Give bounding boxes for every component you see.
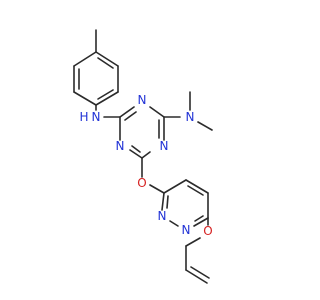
bond-tolyl-3 [95,91,119,106]
atom-triazine-n2: N [116,139,125,153]
bond-triazine-5 [129,149,143,159]
molecule-drawing: N H N N N N O N N O [73,29,213,284]
bond-triazine-4 [141,151,151,159]
bond-tolyl-inner-1 [97,57,114,69]
bond-nme2-methyl-2 [197,121,213,131]
atom-triazine-n3: N [160,139,169,153]
bond-triazine-inner-1 [124,111,137,121]
bond-pyridazine-inner-2 [194,215,204,222]
bond-pyridazine-6 [161,192,165,211]
atom-allyl-ether-o: O [203,224,212,238]
bond-pyridazine-2 [185,179,209,194]
bond-pyridazine-inner-1 [187,185,204,196]
bond-oxygen-ch2 [185,237,201,247]
bond-oxygen-pyridazine [149,184,165,194]
atom-nh-n: N [92,110,101,124]
atom-nh-h: H [79,110,88,124]
bond-triazine-1 [119,106,135,118]
bond-ch-ch2-a [185,269,208,284]
bond-triazine-2 [149,106,165,118]
atom-nme2-n: N [186,110,195,124]
atom-pyridazine-n2: N [182,223,191,237]
bond-triazine-inner-3 [131,145,141,153]
bond-pyridazine-1 [163,179,187,194]
bond-ch-ch2-b [190,266,210,279]
atom-pyridazine-n1: N [158,209,167,223]
bond-tolyl-inner-2 [97,89,114,100]
atom-nh: N H [79,110,100,124]
bond-tolyl-6 [73,51,97,67]
bonds [73,29,213,284]
bond-tolyl-4 [73,91,97,106]
bond-pyridazine-inner-3 [166,195,169,209]
atom-labels: N H N N N N O N N O [79,93,212,238]
bond-tolyl-1 [95,51,119,67]
bond-pyridazine-4 [193,217,209,227]
bond-pyridazine-5 [169,220,179,227]
atom-triazine-n1: N [138,93,147,107]
structure-svg: N H N N N N O N N O [73,29,213,284]
atom-aryl-ether-o: O [137,176,146,190]
